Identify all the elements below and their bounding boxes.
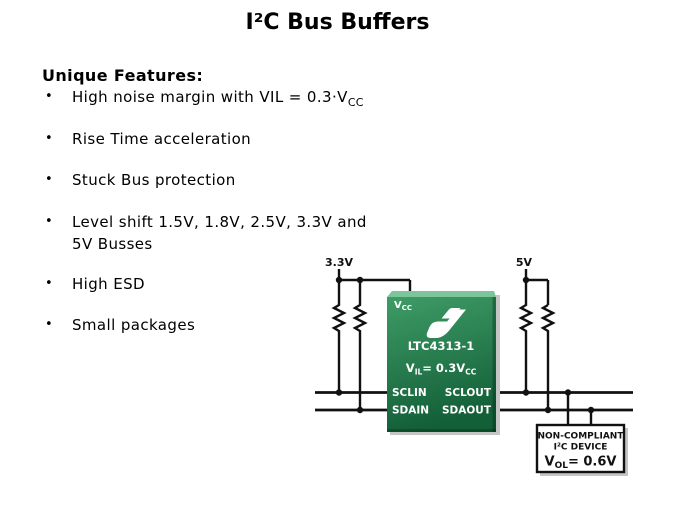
rail-label-5v: 5V	[516, 256, 533, 269]
junction-dot	[356, 276, 364, 284]
resistor-scl-right	[518, 280, 534, 393]
junction-dot	[356, 406, 364, 414]
bus-wires	[315, 391, 633, 412]
non-compliant-device-box: NON-COMPLIANT I²C DEVICE VOL= 0.6V	[535, 423, 628, 476]
feature-item-small-packages: • Small packages	[42, 314, 462, 336]
bullet-icon: •	[45, 131, 54, 146]
feature-text: Stuck Bus protection	[72, 171, 236, 189]
chip-part-number: LTC4313-1	[408, 339, 475, 353]
chip-ltc4313: VCC LTC4313-1 VIL= 0.3VCC SCLIN SDAIN SC…	[387, 291, 500, 435]
chip-vcc-label: VCC	[394, 300, 412, 312]
bullet-icon: •	[45, 276, 54, 291]
junction-dot	[587, 406, 595, 414]
junction-dot	[335, 276, 343, 284]
feature-text: Level shift 1.5V, 1.8V, 2.5V, 3.3V and 5…	[72, 211, 462, 255]
chip-body	[387, 297, 496, 432]
device-box-line1: NON-COMPLIANT	[538, 432, 625, 442]
junction-dot	[335, 389, 343, 396]
circuit-diagram: 3.3V 5V	[315, 256, 633, 476]
pin-label-sdaout: SDAOUT	[442, 405, 492, 417]
feature-text-line2: 5V Busses	[72, 235, 153, 253]
chip-vil-spec: VIL= 0.3VCC	[406, 361, 477, 377]
feature-item-level-shift: • Level shift 1.5V, 1.8V, 2.5V, 3.3V and…	[42, 211, 462, 255]
feature-text-line1: Level shift 1.5V, 1.8V, 2.5V, 3.3V and	[72, 213, 367, 231]
pin-label-sdain: SDAIN	[392, 405, 429, 417]
junction-dot	[522, 276, 530, 284]
feature-text: High ESD	[72, 275, 145, 293]
chip-top-bevel	[387, 291, 496, 297]
page-title: I²C Bus Buffers	[245, 10, 430, 35]
rail-wire-left	[337, 269, 412, 294]
bullet-icon: •	[45, 172, 54, 187]
bullet-icon: •	[45, 317, 54, 332]
bullet-icon: •	[45, 89, 54, 104]
features-heading: Unique Features:	[42, 66, 204, 85]
junction-dot	[522, 389, 530, 396]
feature-item-rise-time: • Rise Time acceleration	[42, 128, 462, 150]
feature-text-subscript: CC	[347, 96, 364, 109]
resistor-scl-left	[331, 280, 347, 393]
junction-dots	[335, 276, 595, 414]
chip-edge-shade	[492, 297, 496, 432]
chip-pins: SCLIN SDAIN SCLOUT SDAOUT	[392, 387, 492, 417]
rail-label-3v3: 3.3V	[325, 256, 353, 269]
feature-text-main: High noise margin with VIL = 0.3·V	[72, 88, 348, 106]
rail-wire-right	[524, 269, 550, 305]
device-box-line2: I²C DEVICE	[554, 443, 608, 453]
bullet-icon: •	[45, 214, 54, 229]
junction-dot	[564, 389, 572, 396]
device-box-vol-spec: VOL= 0.6V	[545, 455, 617, 472]
linear-technology-logo-icon	[426, 308, 466, 338]
resistor-sda-left	[352, 280, 368, 410]
feature-item-stuck-bus: • Stuck Bus protection	[42, 169, 462, 191]
supply-wires	[331, 269, 593, 425]
feature-item-noise-margin: • High noise margin with VIL = 0.3·VCC	[42, 86, 462, 114]
junction-dot	[544, 406, 552, 414]
feature-text: Rise Time acceleration	[72, 130, 252, 148]
chip-bottom-shade	[387, 429, 496, 432]
feature-text: High noise margin with VIL = 0.3·VCC	[72, 86, 462, 114]
resistor-sda-right	[540, 303, 556, 410]
feature-item-high-esd: • High ESD	[42, 273, 462, 295]
pin-label-sclout: SCLOUT	[445, 387, 492, 399]
device-box-frame	[535, 423, 626, 474]
feature-text: Small packages	[72, 316, 196, 334]
pin-label-sclin: SCLIN	[392, 387, 427, 399]
